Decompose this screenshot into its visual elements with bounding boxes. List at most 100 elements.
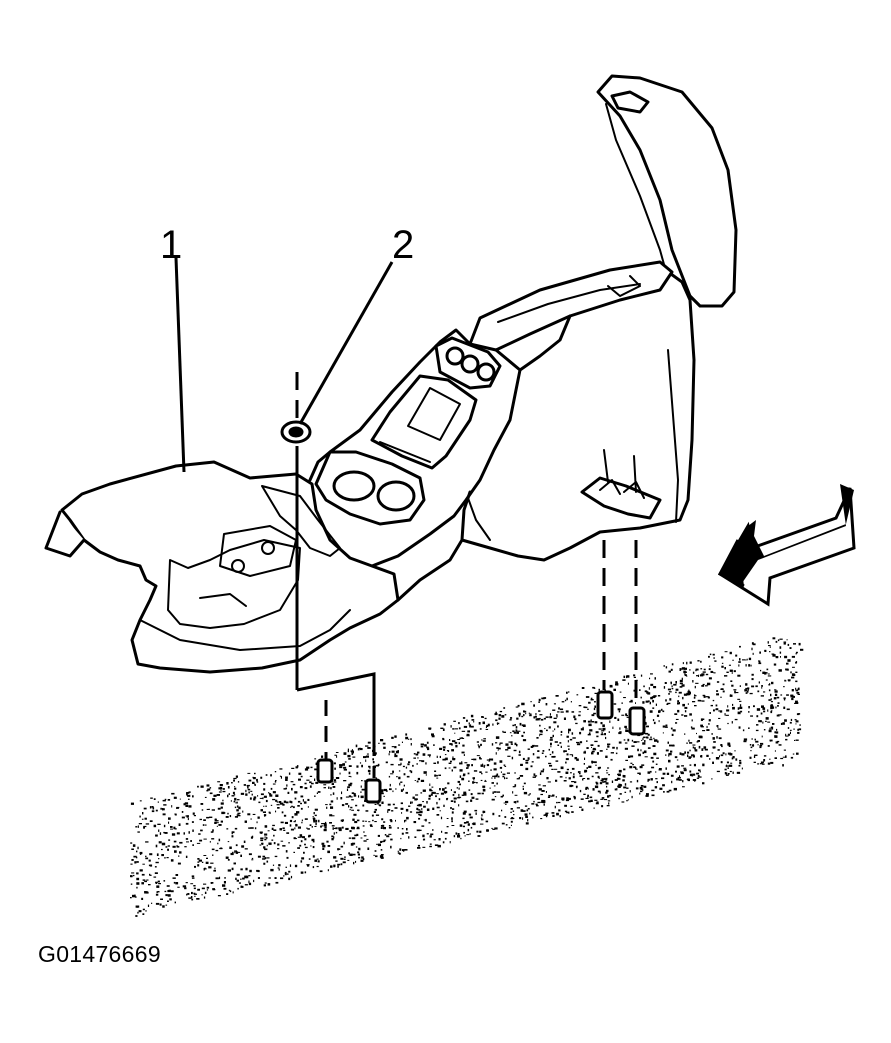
carpet-speck <box>279 768 283 770</box>
carpet-speck <box>767 673 770 675</box>
carpet-speck <box>300 860 303 863</box>
carpet-speck <box>363 835 367 837</box>
carpet-speck <box>671 687 674 690</box>
carpet-speck <box>283 829 286 831</box>
carpet-speck <box>443 804 445 807</box>
carpet-speck <box>355 846 358 848</box>
carpet-speck <box>156 891 158 893</box>
carpet-speck <box>520 763 523 766</box>
carpet-speck <box>263 782 266 785</box>
carpet-speck <box>527 818 529 822</box>
carpet-speck <box>596 752 599 755</box>
carpet-speck <box>469 833 471 835</box>
carpet-speck <box>709 665 711 667</box>
carpet-speck <box>407 763 410 766</box>
carpet-speck <box>278 801 282 804</box>
carpet-speck <box>410 801 412 804</box>
carpet-speck <box>585 696 590 698</box>
carpet-speck <box>663 665 665 667</box>
carpet-speck <box>318 819 320 823</box>
carpet-speck <box>349 809 351 811</box>
carpet-speck <box>778 669 782 672</box>
carpet-speck <box>260 837 264 840</box>
carpet-speck <box>709 712 711 714</box>
carpet-speck <box>173 881 176 884</box>
carpet-speck <box>188 897 192 899</box>
carpet-speck <box>353 861 355 865</box>
carpet-speck <box>145 855 147 857</box>
carpet-speck <box>661 708 663 711</box>
carpet-speck <box>767 721 771 723</box>
carpet-speck <box>208 808 210 810</box>
carpet-speck <box>443 790 448 794</box>
carpet-speck <box>313 818 316 821</box>
carpet-speck <box>458 804 460 807</box>
carpet-speck <box>770 740 772 742</box>
carpet-speck <box>592 748 597 751</box>
carpet-speck <box>712 699 715 702</box>
carpet-speck <box>206 889 209 891</box>
carpet-speck <box>429 845 432 848</box>
carpet-speck <box>564 750 567 752</box>
carpet-speck <box>372 819 374 822</box>
carpet-speck <box>324 826 327 829</box>
carpet-speck <box>653 686 657 689</box>
carpet-speck <box>550 742 552 746</box>
carpet-speck <box>211 809 215 811</box>
carpet-speck <box>317 860 320 863</box>
carpet-speck <box>561 797 565 800</box>
carpet-speck <box>452 808 455 810</box>
carpet-speck <box>522 788 524 790</box>
carpet-speck <box>210 862 214 864</box>
carpet-speck <box>438 774 441 776</box>
carpet-speck <box>238 806 241 810</box>
carpet-speck <box>775 741 779 744</box>
carpet-speck <box>253 798 256 801</box>
carpet-speck <box>444 754 447 756</box>
carpet-speck <box>522 817 524 820</box>
carpet-speck <box>576 694 579 696</box>
carpet-speck <box>296 765 299 768</box>
carpet-speck <box>341 820 344 822</box>
carpet-speck <box>450 789 452 791</box>
carpet-speck <box>496 747 499 749</box>
carpet-speck <box>303 801 307 804</box>
carpet-speck <box>718 710 720 712</box>
carpet-speck <box>307 864 310 867</box>
carpet-speck <box>304 846 308 849</box>
carpet-speck <box>702 782 705 785</box>
carpet-speck <box>650 756 654 759</box>
carpet-speck <box>463 810 467 813</box>
carpet-speck <box>651 794 655 797</box>
carpet-speck <box>254 827 257 830</box>
carpet-speck <box>573 715 576 719</box>
carpet-speck <box>356 765 359 768</box>
carpet-speck <box>380 840 383 843</box>
carpet-speck <box>567 745 570 747</box>
carpet-speck <box>787 733 791 736</box>
carpet-speck <box>646 793 649 796</box>
carpet-speck <box>566 797 569 800</box>
carpet-speck <box>451 825 455 826</box>
carpet-speck <box>449 841 451 844</box>
carpet-speck <box>770 761 774 764</box>
carpet-speck <box>624 791 627 793</box>
carpet-speck <box>331 783 334 785</box>
carpet-speck <box>308 835 310 838</box>
carpet-speck <box>772 706 775 709</box>
carpet-speck <box>337 865 339 868</box>
carpet-speck <box>343 858 346 860</box>
carpet-speck <box>271 827 274 830</box>
carpet-speck <box>491 777 493 779</box>
carpet-speck <box>795 671 798 673</box>
carpet-speck <box>731 684 734 687</box>
carpet-speck <box>783 749 786 751</box>
carpet-speck <box>321 825 324 827</box>
carpet-speck <box>606 789 609 793</box>
carpet-speck <box>679 686 683 688</box>
carpet-speck <box>698 776 702 778</box>
carpet-speck <box>236 873 240 876</box>
carpet-speck <box>492 791 494 794</box>
carpet-speck <box>513 731 517 734</box>
stud-rear-right <box>628 706 646 736</box>
